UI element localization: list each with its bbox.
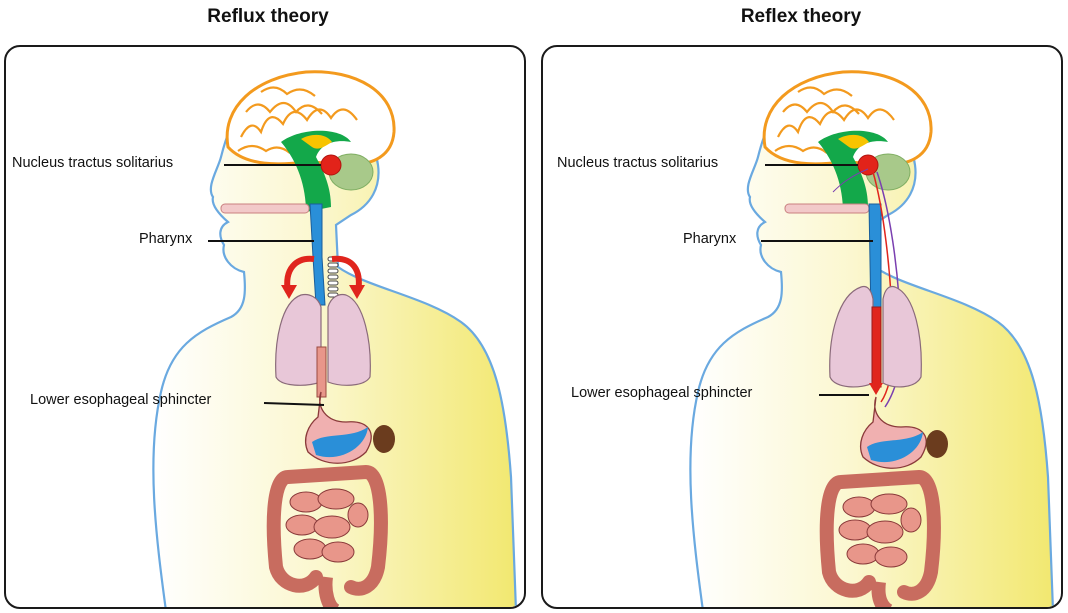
panel-title-reflex: Reflex theory bbox=[539, 6, 1063, 28]
panel-title-reflux: Reflux theory bbox=[6, 6, 530, 28]
reflex-anatomy-illustration bbox=[543, 47, 1063, 609]
reflex-theory-panel: Nucleus tractus solitarius Pharynx Lower… bbox=[541, 45, 1063, 609]
spleen bbox=[926, 430, 948, 458]
oral-cavity bbox=[221, 204, 309, 213]
reflux-anatomy-illustration bbox=[6, 47, 526, 609]
nts-marker bbox=[321, 155, 341, 175]
lower-esophagus bbox=[872, 307, 881, 387]
label-les: Lower esophageal sphincter bbox=[30, 392, 211, 408]
spleen bbox=[373, 425, 395, 453]
label-nts: Nucleus tractus solitarius bbox=[12, 155, 173, 171]
label-nts: Nucleus tractus solitarius bbox=[557, 155, 718, 171]
trachea bbox=[328, 257, 338, 297]
reflux-theory-panel: Nucleus tractus solitarius Pharynx Lower… bbox=[4, 45, 526, 609]
label-les: Lower esophageal sphincter bbox=[571, 385, 752, 401]
label-pharynx: Pharynx bbox=[683, 231, 736, 247]
oral-cavity bbox=[785, 204, 869, 213]
label-pharynx: Pharynx bbox=[139, 231, 192, 247]
lower-esophagus bbox=[317, 347, 326, 397]
